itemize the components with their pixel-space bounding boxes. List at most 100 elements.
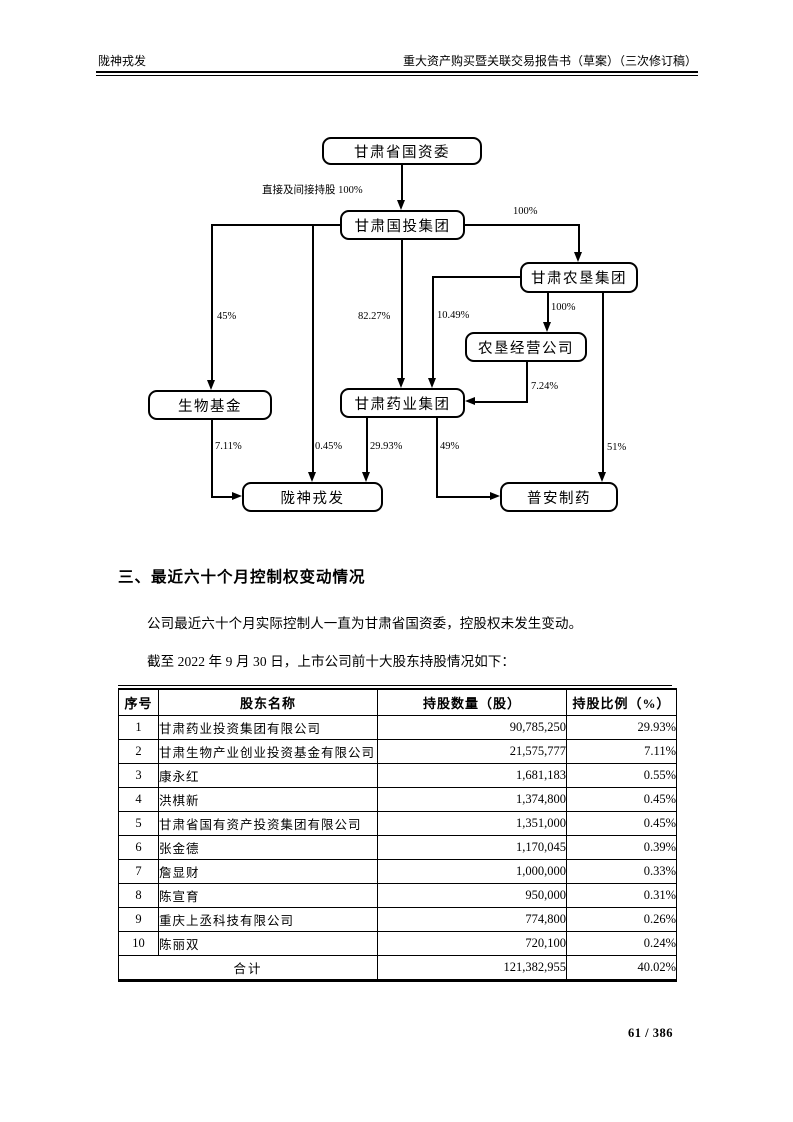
- connector-jingying-yaoye-v: [526, 362, 528, 403]
- cell-no: 5: [118, 811, 159, 836]
- edge-label-guotou-longshen: 0.45%: [315, 441, 343, 452]
- edge-label-nongken-yaoye: 10.49%: [437, 310, 470, 321]
- shareholders-table: 序号 股东名称 持股数量（股） 持股比例（%） 1 甘肃药业投资集团有限公司 9…: [118, 688, 677, 982]
- arrowhead: [207, 380, 215, 390]
- edge-label-yaoye-longshen: 29.93%: [370, 441, 403, 452]
- arrowhead: [362, 472, 370, 482]
- section-heading: 三、最近六十个月控制权变动情况: [118, 569, 366, 586]
- connector-shengwu-longshen-v: [211, 420, 213, 498]
- table-header-row: 序号 股东名称 持股数量（股） 持股比例（%）: [118, 688, 677, 716]
- connector-jingying-yaoye-h: [475, 401, 528, 403]
- node-nongken-group: 甘肃农垦集团: [520, 262, 638, 293]
- cell-shares: 1,000,000: [377, 859, 567, 884]
- cell-name: 洪棋新: [158, 787, 378, 812]
- cell-total-label: 合计: [118, 955, 378, 981]
- connector-guotou-left: [212, 224, 340, 226]
- cell-name: 重庆上丞科技有限公司: [158, 907, 378, 932]
- page-number: 61 / 386: [628, 1026, 673, 1040]
- cell-shares: 1,351,000: [377, 811, 567, 836]
- cell-ratio: 7.11%: [566, 739, 677, 764]
- cell-ratio: 0.39%: [566, 835, 677, 860]
- cell-shares: 950,000: [377, 883, 567, 908]
- table-row: 9 重庆上丞科技有限公司 774,800 0.26%: [118, 907, 677, 932]
- cell-ratio: 0.31%: [566, 883, 677, 908]
- header-left-title: 陇神戎发: [98, 54, 147, 68]
- cell-total-ratio: 40.02%: [566, 955, 677, 981]
- node-guotou-group: 甘肃国投集团: [340, 210, 465, 240]
- cell-total-shares: 121,382,955: [377, 955, 567, 981]
- edge-label-nongken-jingying: 100%: [551, 302, 576, 313]
- connector-yaoye-puan-h: [436, 496, 490, 498]
- col-header-no: 序号: [118, 688, 159, 716]
- arrowhead: [232, 492, 242, 500]
- cell-name: 甘肃省国有资产投资集团有限公司: [158, 811, 378, 836]
- header-right-title: 重大资产购买暨关联交易报告书（草案）（三次修订稿）: [402, 54, 697, 68]
- table-row: 1 甘肃药业投资集团有限公司 90,785,250 29.93%: [118, 715, 677, 740]
- connector-guotou-shengwu: [211, 224, 213, 380]
- connector-guotou-nongken-h: [465, 224, 580, 226]
- cell-ratio: 0.45%: [566, 811, 677, 836]
- table-row: 5 甘肃省国有资产投资集团有限公司 1,351,000 0.45%: [118, 811, 677, 836]
- ownership-structure-diagram: 甘肃省国资委 甘肃国投集团 甘肃农垦集团 农垦经营公司 生物基金 甘肃药业集团 …: [96, 137, 697, 514]
- connector-guotou-yaoye: [401, 240, 403, 378]
- arrowhead: [397, 200, 405, 210]
- connector-nongken-puan: [602, 293, 604, 472]
- arrowhead: [598, 472, 606, 482]
- arrowhead: [543, 322, 551, 332]
- col-header-ratio: 持股比例（%）: [566, 688, 677, 716]
- paragraph-table-intro: 截至 2022 年 9 月 30 日，上市公司前十大股东持股情况如下：: [147, 654, 515, 669]
- connector-shengwu-longshen-h: [211, 496, 232, 498]
- arrowhead: [465, 397, 475, 405]
- cell-no: 1: [118, 715, 159, 740]
- cell-shares: 774,800: [377, 907, 567, 932]
- cell-shares: 720,100: [377, 931, 567, 956]
- connector-sasac-guotou: [401, 165, 403, 202]
- node-puan: 普安制药: [500, 482, 618, 512]
- col-header-name: 股东名称: [158, 688, 378, 716]
- cell-name: 甘肃药业投资集团有限公司: [158, 715, 378, 740]
- cell-ratio: 0.26%: [566, 907, 677, 932]
- cell-ratio: 0.45%: [566, 787, 677, 812]
- arrowhead: [397, 378, 405, 388]
- connector-guotou-longshen: [312, 224, 314, 472]
- cell-shares: 21,575,777: [377, 739, 567, 764]
- edge-label-guotou-shengwu: 45%: [217, 311, 237, 322]
- cell-ratio: 0.55%: [566, 763, 677, 788]
- node-longshen: 陇神戎发: [242, 482, 383, 512]
- cell-shares: 90,785,250: [377, 715, 567, 740]
- table-row: 8 陈宣育 950,000 0.31%: [118, 883, 677, 908]
- table-row: 6 张金德 1,170,045 0.39%: [118, 835, 677, 860]
- connector-nongken-yaoye-v: [432, 276, 434, 378]
- cell-shares: 1,374,800: [377, 787, 567, 812]
- edge-label-shengwu-longshen: 7.11%: [215, 441, 242, 452]
- table-row: 10 陈丽双 720,100 0.24%: [118, 931, 677, 956]
- cell-name: 陈宣育: [158, 883, 378, 908]
- connector-nongken-yaoye-h: [433, 276, 520, 278]
- cell-no: 7: [118, 859, 159, 884]
- table-row: 7 詹显财 1,000,000 0.33%: [118, 859, 677, 884]
- node-yaoye-group: 甘肃药业集团: [340, 388, 465, 418]
- cell-no: 2: [118, 739, 159, 764]
- cell-ratio: 29.93%: [566, 715, 677, 740]
- cell-shares: 1,170,045: [377, 835, 567, 860]
- edge-label-nongken-puan: 51%: [607, 442, 627, 453]
- cell-shares: 1,681,183: [377, 763, 567, 788]
- shareholders-table-wrapper: 序号 股东名称 持股数量（股） 持股比例（%） 1 甘肃药业投资集团有限公司 9…: [118, 685, 677, 982]
- edge-label-guotou-nongken: 100%: [513, 206, 538, 217]
- cell-no: 4: [118, 787, 159, 812]
- table-row: 2 甘肃生物产业创业投资基金有限公司 21,575,777 7.11%: [118, 739, 677, 764]
- edge-label-direct-indirect: 直接及间接持股 100%: [262, 185, 363, 196]
- arrowhead: [490, 492, 500, 500]
- connector-yaoye-longshen: [366, 418, 368, 472]
- node-gansu-sasac: 甘肃省国资委: [322, 137, 482, 165]
- table-row: 4 洪棋新 1,374,800 0.45%: [118, 787, 677, 812]
- edge-label-yaoye-puan: 49%: [440, 441, 460, 452]
- cell-no: 10: [118, 931, 159, 956]
- cell-no: 3: [118, 763, 159, 788]
- cell-ratio: 0.24%: [566, 931, 677, 956]
- connector-yaoye-puan-v: [436, 418, 438, 498]
- header-rule-thin: [96, 75, 698, 76]
- arrowhead: [574, 252, 582, 262]
- connector-nongken-jingying: [547, 293, 549, 322]
